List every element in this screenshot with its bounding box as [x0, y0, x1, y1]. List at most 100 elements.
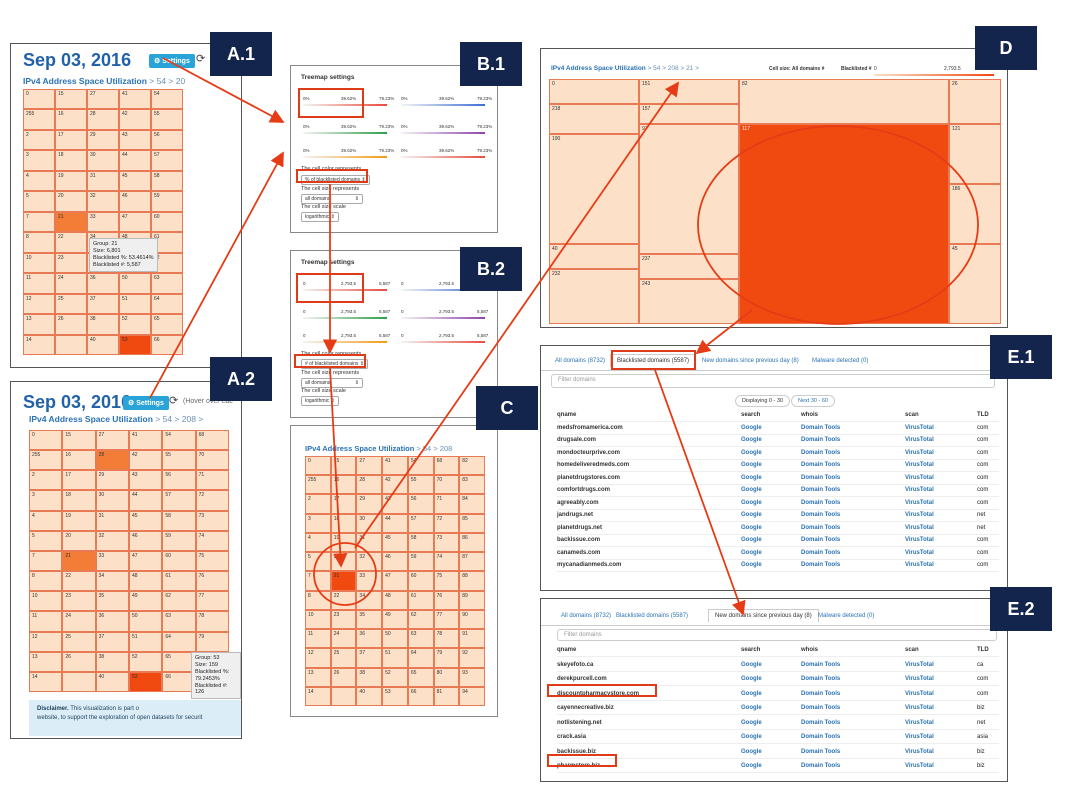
- treemap-cell[interactable]: 22: [330, 590, 357, 610]
- color-gradient-option[interactable]: 0%39.62%79.23%: [401, 96, 492, 108]
- treemap-cell[interactable]: 2: [305, 494, 331, 514]
- tab-2[interactable]: New domains since previous day (8): [708, 609, 819, 622]
- treemap-cell[interactable]: 19: [55, 170, 87, 192]
- treemap-cell[interactable]: [62, 671, 96, 692]
- treemap-cell[interactable]: 15: [330, 456, 357, 476]
- treemap-cell[interactable]: 59: [162, 530, 196, 551]
- google-link[interactable]: Google: [741, 705, 762, 711]
- treemap-cell[interactable]: 37: [87, 293, 119, 315]
- google-link[interactable]: Google: [741, 676, 762, 682]
- color-gradient-option[interactable]: 0%39.62%79.23%: [401, 124, 492, 136]
- domaintools-link[interactable]: Domain Tools: [801, 537, 841, 543]
- treemap-cell[interactable]: 70: [195, 450, 229, 471]
- treemap-cell[interactable]: 16: [330, 475, 357, 495]
- color-gradient-option[interactable]: 0%39.62%79.23%: [303, 148, 394, 160]
- treemap-cell[interactable]: 190: [549, 134, 639, 244]
- treemap-cell[interactable]: 41: [382, 456, 408, 476]
- treemap-cell[interactable]: 32: [95, 530, 129, 551]
- treemap-cell[interactable]: [330, 686, 357, 706]
- treemap-cell[interactable]: 22: [55, 232, 87, 253]
- treemap-cell[interactable]: 42: [129, 450, 163, 471]
- tab-2[interactable]: New domains since previous day (8): [702, 358, 799, 364]
- treemap-cell[interactable]: 13: [29, 651, 63, 672]
- treemap-cell[interactable]: [55, 334, 87, 355]
- treemap-cell[interactable]: 78: [433, 629, 460, 649]
- treemap-cell[interactable]: 56: [162, 470, 196, 491]
- treemap-cell[interactable]: 36: [356, 629, 383, 649]
- treemap-cell[interactable]: 50: [129, 611, 163, 632]
- google-link[interactable]: Google: [741, 437, 762, 443]
- domaintools-link[interactable]: Domain Tools: [801, 661, 841, 668]
- virustotal-link[interactable]: VirusTotal: [905, 549, 934, 556]
- treemap-cell[interactable]: 79: [195, 631, 229, 652]
- domaintools-link[interactable]: Domain Tools: [801, 748, 841, 755]
- treemap-cell[interactable]: 5: [29, 530, 63, 551]
- treemap-cell[interactable]: 57: [162, 490, 196, 511]
- treemap-cell[interactable]: 34: [356, 590, 383, 610]
- virustotal-link[interactable]: VirusTotal: [905, 437, 934, 443]
- treemap-cell[interactable]: 28: [95, 450, 129, 471]
- treemap-cell[interactable]: 12: [305, 648, 331, 668]
- treemap-cell[interactable]: 88: [459, 571, 485, 591]
- treemap-cell[interactable]: 5: [305, 552, 331, 572]
- treemap-cell[interactable]: 17: [62, 470, 96, 491]
- domaintools-link[interactable]: Domain Tools: [801, 462, 841, 468]
- treemap-cell[interactable]: 76: [195, 571, 229, 592]
- virustotal-link[interactable]: VirusTotal: [905, 661, 934, 668]
- treemap-cell[interactable]: 64: [162, 631, 196, 652]
- treemap-cell[interactable]: 57: [407, 513, 434, 533]
- treemap-cell[interactable]: 16: [62, 450, 96, 471]
- treemap-cell[interactable]: 65: [407, 667, 434, 687]
- domaintools-link[interactable]: Domain Tools: [801, 499, 841, 506]
- treemap-cell[interactable]: 24: [55, 273, 87, 294]
- treemap-cell[interactable]: 54: [151, 89, 183, 110]
- treemap-cell[interactable]: 53: [119, 334, 151, 355]
- treemap-cell[interactable]: 60: [162, 550, 196, 572]
- treemap-cell[interactable]: 63: [151, 273, 183, 294]
- treemap-cell[interactable]: 4: [29, 510, 63, 531]
- treemap-cell[interactable]: 15: [55, 89, 87, 110]
- treemap-cell[interactable]: 22: [62, 571, 96, 592]
- treemap-cell[interactable]: 72: [433, 513, 460, 533]
- treemap-cell[interactable]: 4: [305, 532, 331, 553]
- column-header[interactable]: qname: [557, 647, 577, 653]
- pager-next-button[interactable]: Next 30 - 60: [791, 395, 835, 407]
- treemap-cell[interactable]: 41: [119, 89, 151, 110]
- treemap-cell[interactable]: 71: [195, 470, 229, 491]
- google-link[interactable]: Google: [741, 763, 762, 769]
- treemap-cell[interactable]: 0: [23, 89, 55, 110]
- treemap-cell[interactable]: 243: [639, 279, 739, 324]
- tab-0[interactable]: All domains (8732): [555, 358, 606, 364]
- virustotal-link[interactable]: VirusTotal: [905, 748, 934, 755]
- virustotal-link[interactable]: VirusTotal: [905, 424, 934, 431]
- treemap-cell[interactable]: 66: [407, 686, 434, 706]
- treemap-cell[interactable]: 14: [23, 334, 55, 355]
- treemap-cell[interactable]: 53: [129, 671, 163, 692]
- color-gradient-option[interactable]: 0%39.62%79.23%: [303, 124, 394, 136]
- treemap-cell[interactable]: 28: [356, 475, 383, 495]
- treemap-cell[interactable]: 43: [119, 129, 151, 151]
- treemap-cell[interactable]: 59: [407, 552, 434, 572]
- treemap-cell[interactable]: 47: [129, 550, 163, 572]
- treemap-cell[interactable]: 58: [407, 532, 434, 553]
- google-link[interactable]: Google: [741, 719, 762, 726]
- treemap-cell[interactable]: 87: [459, 552, 485, 572]
- treemap-cell[interactable]: 63: [407, 629, 434, 649]
- virustotal-link[interactable]: VirusTotal: [905, 690, 934, 697]
- treemap-cell[interactable]: 38: [356, 667, 383, 687]
- treemap-cell[interactable]: 34: [95, 571, 129, 592]
- virustotal-link[interactable]: VirusTotal: [905, 676, 934, 682]
- treemap-cell[interactable]: 12: [23, 293, 55, 315]
- treemap-cell[interactable]: 21: [330, 571, 357, 591]
- treemap-cell[interactable]: 232: [549, 269, 639, 324]
- treemap-cell[interactable]: 21: [62, 550, 96, 572]
